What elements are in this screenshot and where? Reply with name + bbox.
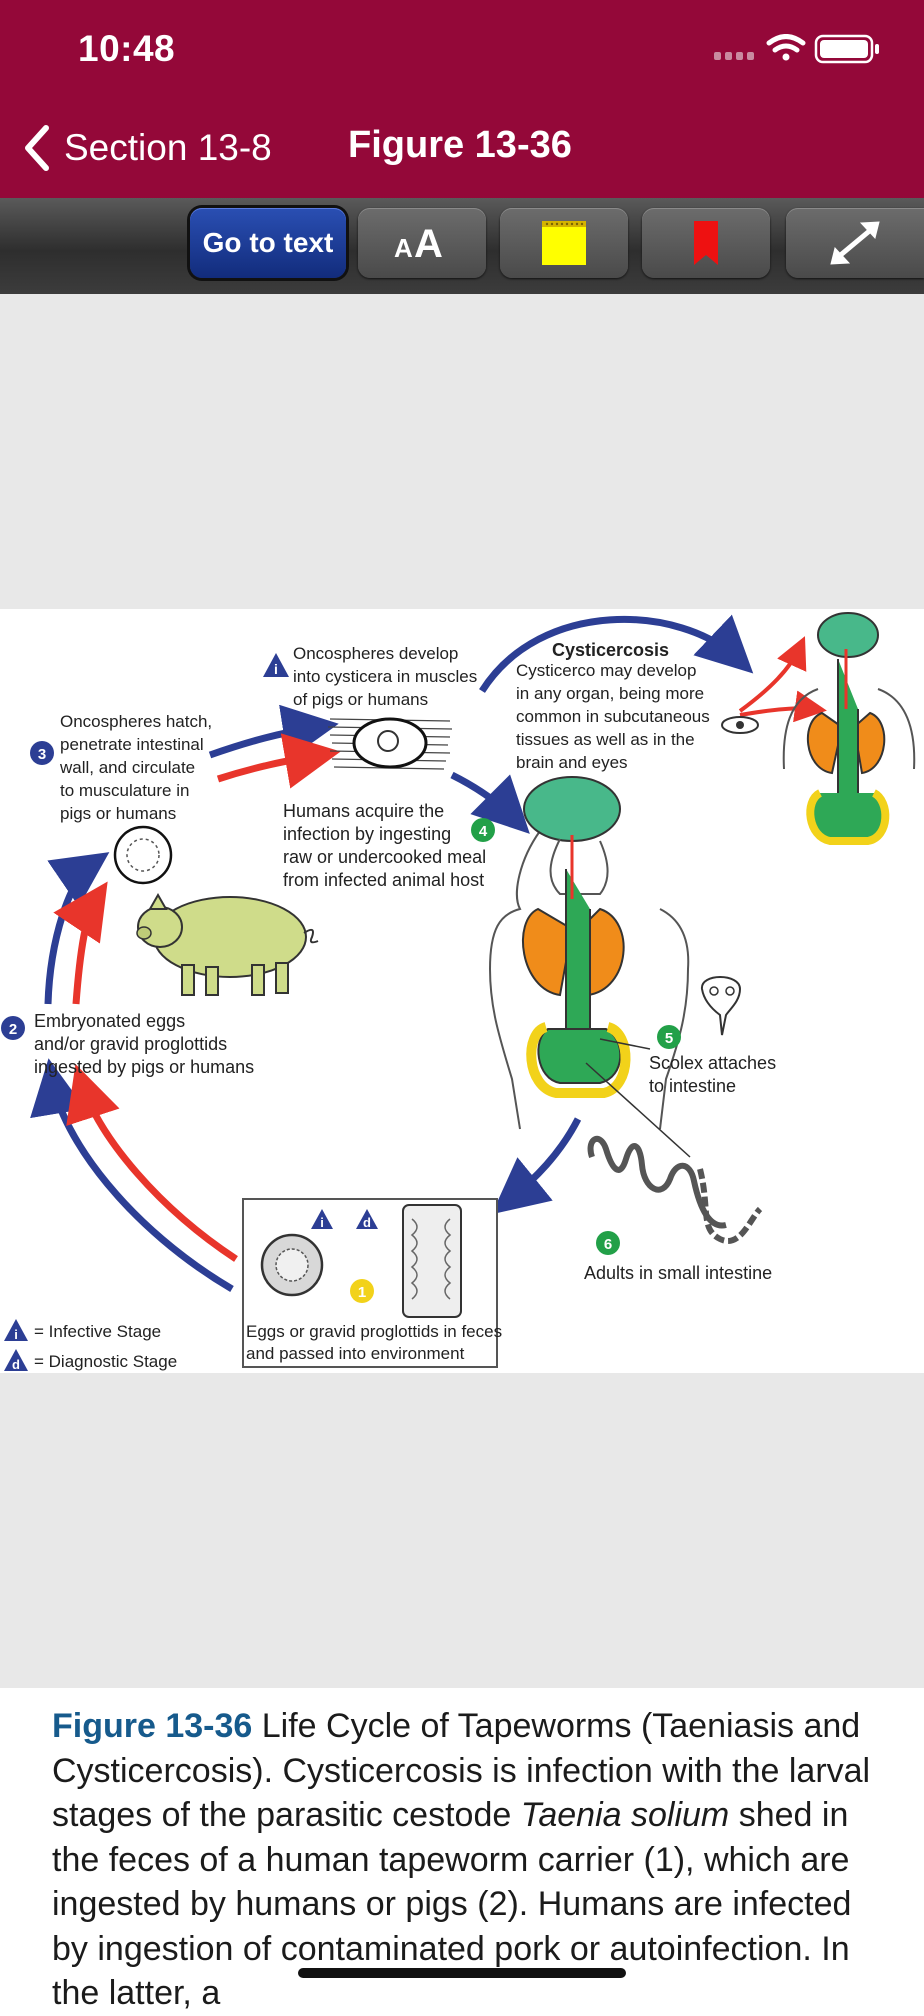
expand-icon [830, 221, 880, 265]
wifi-icon [766, 34, 806, 61]
step4-line1: Humans acquire the [283, 801, 444, 821]
status-time: 10:48 [78, 28, 176, 69]
cysticercosis-line5: brain and eyes [516, 753, 628, 772]
step3-line5: pigs or humans [60, 804, 176, 823]
badge-i-text: i [320, 1215, 324, 1230]
status-icons [714, 34, 879, 64]
arrow-blue-down-to-box [491, 1117, 582, 1215]
step3-line2: penetrate intestinal [60, 735, 204, 754]
chevron-left-icon [25, 125, 49, 171]
arrow-red-left-up [53, 881, 108, 1005]
badge-4: 4 [479, 823, 488, 840]
caption-species: Taenia solium [520, 1796, 730, 1834]
diagnostic-box: 1 i d Eggs or gravid proglottids in fece… [242, 1198, 502, 1368]
svg-text:d: d [12, 1357, 20, 1372]
arrow-red-bottom-left [66, 1064, 238, 1262]
badge-2: 2 [9, 1021, 17, 1038]
human-figure-upper-right [782, 612, 916, 845]
step4-line4: from infected animal host [283, 870, 484, 890]
arrow-blue-top-arc [479, 614, 754, 693]
cysticercosis-title: Cysticercosis [552, 640, 669, 660]
step4-line3: raw or undercooked meal [283, 847, 486, 867]
badge-d-text: d [363, 1215, 371, 1230]
arrow-blue-to-human [450, 771, 530, 834]
step3-line1: Oncospheres hatch, [60, 712, 212, 731]
bookmark-button[interactable] [642, 208, 770, 278]
eye-illustration [721, 716, 759, 734]
step5-line2: to intestine [649, 1076, 736, 1096]
step6-text: Adults in small intestine [584, 1263, 772, 1283]
badge-6: 6 [604, 1236, 612, 1253]
svg-text:A: A [414, 223, 443, 263]
text-size-button[interactable]: A A [358, 208, 486, 278]
bookmark-icon [694, 221, 718, 265]
toolbar: Go to text A A [0, 198, 924, 294]
text-size-icon: A A [394, 223, 443, 263]
home-indicator[interactable] [298, 1968, 626, 1978]
page-title: Figure 13-36 [348, 124, 572, 166]
badge-3: 3 [38, 746, 46, 763]
caption-text-1: Life Cycle of Tapeworms (Taeniasis and C… [52, 1707, 871, 1834]
oncosphere [113, 825, 173, 885]
legend-infective: = Infective Stage [34, 1322, 161, 1341]
back-button-label: Section 13-8 [64, 127, 272, 168]
infective-line3: of pigs or humans [293, 690, 428, 709]
infective-line2: into cysticera in muscles [293, 667, 477, 686]
note-button[interactable] [500, 208, 628, 278]
scolex-illustration [585, 976, 742, 1158]
cysticercosis-line2: in any organ, being more [516, 684, 704, 703]
adult-worm-illustration [587, 1135, 763, 1244]
human-figure-center [488, 776, 690, 1130]
svg-text:A: A [394, 233, 413, 263]
step3-line4: to musculature in [60, 781, 189, 800]
arrow-blue-bottom-left [30, 1058, 234, 1293]
note-icon [542, 221, 586, 265]
legend-diagnostic: = Diagnostic Stage [34, 1352, 177, 1371]
step1-caption-line1: Eggs or gravid proglottids in feces [246, 1322, 502, 1341]
badge-5: 5 [665, 1030, 673, 1047]
svg-text:i: i [14, 1327, 18, 1342]
back-button[interactable]: Section 13-8 [24, 122, 272, 174]
arrow-red-to-brain [738, 636, 807, 713]
step2-line3: ingested by pigs or humans [34, 1057, 254, 1077]
cysticercosis-line3: common in subcutaneous [516, 707, 710, 726]
badge-1 [350, 1279, 374, 1303]
step4-line2: infection by ingesting [283, 824, 451, 844]
navigation-bar: Section 13-8 Figure 13-36 [0, 100, 924, 198]
caption-text-2: shed in the feces of a human tapeworm ca… [52, 1796, 852, 2012]
lifecycle-diagram: 1 i d Eggs or gravid proglottids in fece… [1, 612, 916, 1372]
pig-illustration [136, 892, 319, 996]
step2-line2: and/or gravid proglottids [34, 1034, 227, 1054]
cysticercosis-line4: tissues as well as in the [516, 730, 695, 749]
arrow-red-to-cyst [216, 733, 341, 789]
cysticercus-in-muscle [327, 717, 453, 770]
status-bar: 10:48 [0, 0, 924, 100]
infective-line1: Oncospheres develop [293, 644, 458, 663]
arrow-red-to-lung [739, 690, 827, 723]
figure-image[interactable]: 1 i d Eggs or gravid proglottids in fece… [0, 609, 924, 1373]
battery-icon [814, 34, 879, 64]
fullscreen-button[interactable] [786, 208, 924, 278]
step2-line1: Embryonated eggs [34, 1011, 185, 1031]
go-to-text-button[interactable]: Go to text [190, 208, 346, 278]
figure-caption: Figure 13-36 Life Cycle of Tapeworms (Ta… [52, 1704, 872, 2016]
cysticercosis-line1: Cysticerco may develop [516, 661, 696, 680]
caption-label: Figure 13-36 [52, 1707, 253, 1745]
arrow-blue-to-cyst [208, 704, 339, 761]
legend: i = Infective Stage d = Diagnostic Stage [4, 1319, 177, 1372]
cellular-signal-icon [714, 52, 754, 60]
step3-line3: wall, and circulate [59, 758, 195, 777]
badge-1-text: 1 [358, 1284, 366, 1301]
step5-line1: Scolex attaches [649, 1053, 776, 1073]
step1-caption-line2: and passed into environment [246, 1344, 465, 1363]
svg-text:i: i [274, 661, 278, 677]
